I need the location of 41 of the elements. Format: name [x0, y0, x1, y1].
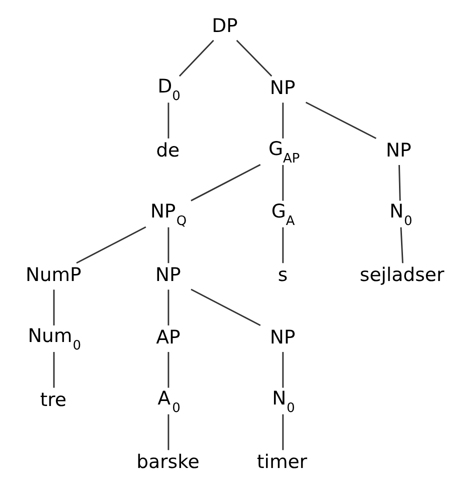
node-text: NP: [385, 140, 411, 162]
connector: [167, 290, 169, 326]
node-text: timer: [256, 452, 307, 474]
connector: [167, 414, 169, 450]
node-text: Num$_{0}$: [27, 326, 81, 354]
connector: [282, 352, 284, 388]
node-text: NP: [154, 265, 180, 286]
node-text: NP: [269, 78, 295, 100]
connector: [236, 40, 272, 77]
connector: [167, 227, 169, 264]
node-text: sejladser: [359, 265, 444, 286]
connector: [76, 226, 146, 264]
connector: [167, 102, 169, 138]
connector: [52, 290, 54, 326]
node-text: NP$_{Q}$: [150, 201, 186, 229]
node-text: NumP: [25, 265, 81, 286]
node-text: de: [156, 140, 180, 162]
node-text: barske: [136, 452, 199, 474]
connector: [398, 164, 400, 201]
node-text: N$_{0}$: [388, 201, 412, 229]
connector: [178, 40, 214, 77]
node-text: s: [277, 265, 288, 286]
connector: [305, 102, 376, 139]
connector: [190, 288, 260, 326]
node-text: N$_{0}$: [272, 388, 294, 416]
node-text: G$_{A}$: [270, 201, 294, 229]
connector: [282, 414, 284, 450]
node-text: NP: [269, 327, 295, 348]
node-text: G$_{AP}$: [268, 138, 300, 166]
node-text: D$_{0}$: [157, 76, 180, 104]
connector: [282, 164, 284, 201]
connector: [167, 352, 169, 388]
connector: [190, 164, 260, 202]
connector: [282, 102, 284, 138]
node-text: AP: [156, 327, 180, 348]
node-text: tre: [40, 390, 66, 411]
node-text: A$_{0}$: [157, 388, 180, 416]
connector: [282, 227, 284, 264]
connector: [400, 227, 403, 264]
connector: [52, 352, 54, 388]
node-text: DP: [211, 16, 238, 37]
